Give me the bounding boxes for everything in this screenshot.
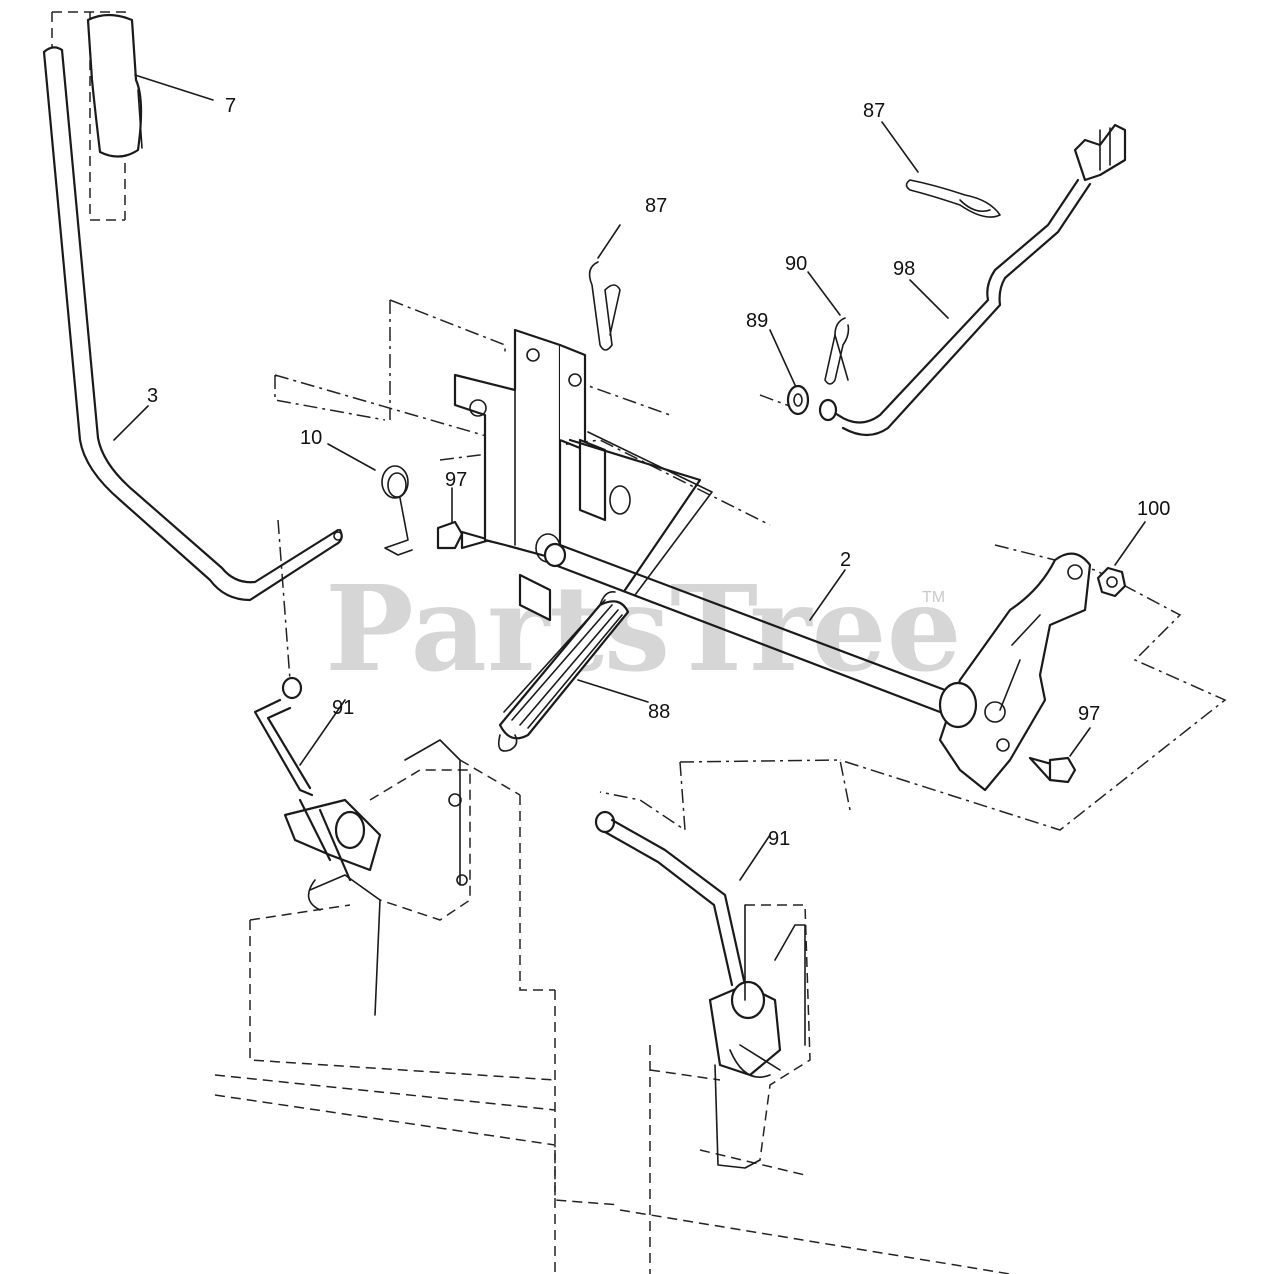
callout-100: 100 [1137,498,1170,520]
callout-91-right: 91 [768,828,790,850]
hairpin-part-87-right [881,121,1001,218]
watermark-text: PartsTree [325,559,962,698]
lift-lever-part-3 [42,46,343,602]
watermark-trademark: TM [922,589,945,606]
lift-link-part-91-right [594,810,806,1169]
callout-3: 3 [147,385,158,407]
callout-91-left: 91 [332,697,354,719]
callout-10: 10 [300,427,322,449]
grip-part-7 [86,13,214,158]
bolt-part-97-right [1028,727,1091,784]
link-rod-part-98 [818,123,1127,437]
extension-spring-part-88 [497,590,649,752]
callout-88: 88 [648,701,670,723]
callout-89: 89 [746,310,768,332]
hairpin-part-87-center [588,224,621,351]
watermark: PartsTree TM [325,559,962,698]
torsion-spring-part-10 [327,443,413,556]
callout-97-left: 97 [445,469,467,491]
lift-link-part-91-left [253,676,471,1016]
cross-shaft-part-2 [543,542,947,714]
callout-labels: 7 3 10 97 87 87 90 98 89 2 100 88 91 97 … [147,95,1170,850]
right-arm-bracket [938,552,1092,792]
callout-90: 90 [785,253,807,275]
washer-part-89 [769,329,810,416]
callout-7: 7 [225,95,236,117]
callout-87-center: 87 [645,195,667,217]
nut-part-100 [1096,521,1146,598]
callout-98: 98 [893,258,915,280]
callout-87-right: 87 [863,100,885,122]
center-bracket [453,328,713,622]
cotter-pin-part-90 [807,271,850,385]
bolt-part-97-left [436,487,492,550]
callout-97-right: 97 [1078,703,1100,725]
callout-2: 2 [840,549,851,571]
